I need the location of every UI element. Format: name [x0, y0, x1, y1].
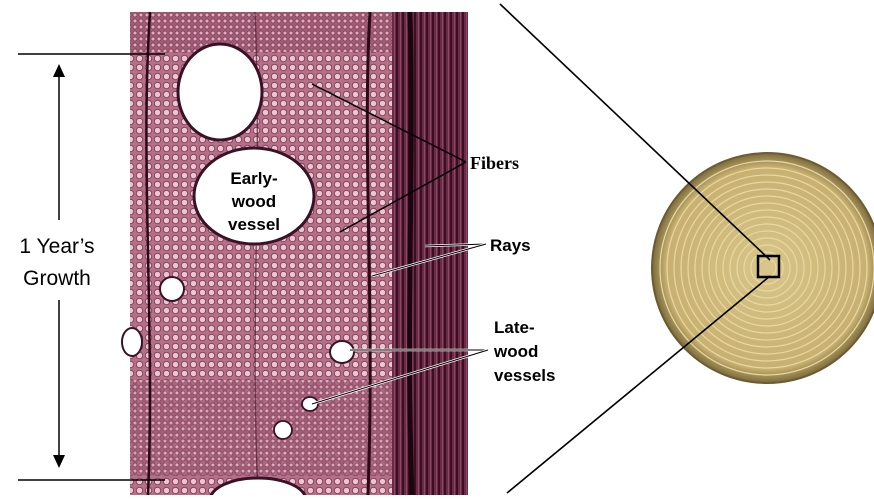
- fibers-label: Fibers: [470, 153, 519, 173]
- growth-label-line1: 1 Year’s: [19, 235, 94, 258]
- latewood-label-line2: wood: [493, 342, 538, 361]
- bracket-arrow-down-head: [53, 455, 65, 468]
- vessel-left-small: [160, 277, 184, 301]
- latewood-band-mid: [130, 380, 400, 475]
- bracket-arrow-up-head: [53, 64, 65, 77]
- latewood-label-line1: Late-: [494, 318, 535, 337]
- rays-label: Rays: [490, 236, 531, 255]
- vessel-label-line3: vessel: [228, 215, 280, 234]
- latewood-label-line3: vessels: [494, 366, 555, 385]
- earlywood-vessel-top: [178, 44, 262, 140]
- growth-label-line2: Growth: [23, 267, 91, 290]
- vessel-left-edge: [122, 328, 142, 356]
- log-cross-section: [652, 153, 874, 383]
- latewood-vessel-1: [330, 341, 354, 363]
- zoom-connector-top: [500, 4, 770, 260]
- log-face: [652, 153, 874, 383]
- ray-line-4: [410, 12, 412, 495]
- latewood-vessel-3: [274, 421, 292, 439]
- micrograph: [122, 12, 468, 495]
- vessel-label-line2: wood: [231, 192, 276, 211]
- vessel-label-line1: Early-: [230, 169, 277, 188]
